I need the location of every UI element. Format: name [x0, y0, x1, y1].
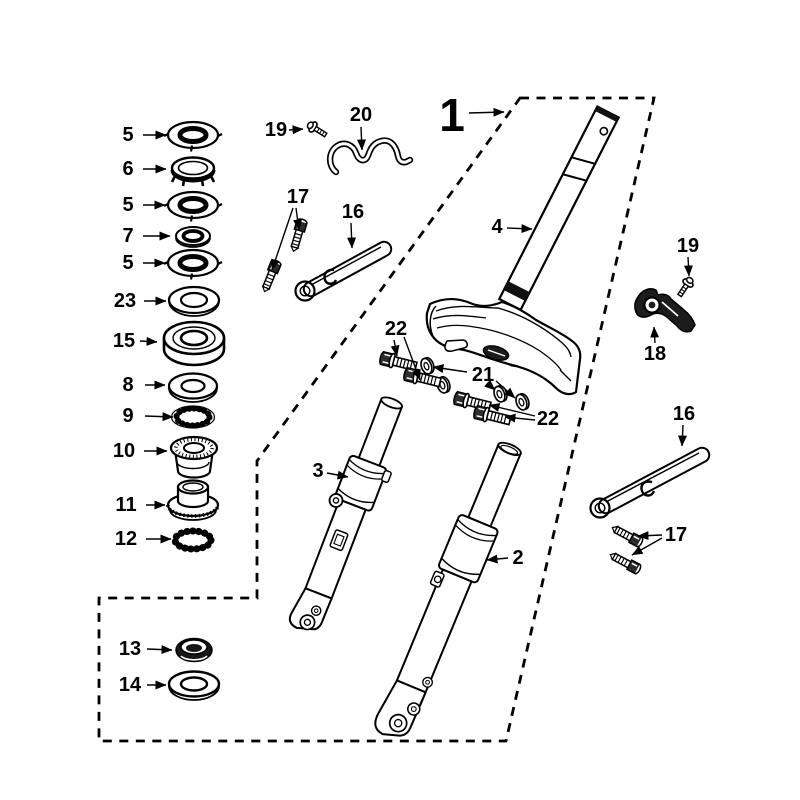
callout-17-right: 17 — [665, 524, 687, 546]
part-17-bolt-right-b — [607, 549, 643, 576]
callout-16-right-leader — [678, 424, 687, 447]
callout-13-leader — [146, 645, 173, 655]
part-6-dust-cover — [170, 156, 216, 187]
callout-10: 10 — [113, 440, 135, 462]
callout-4: 4 — [491, 216, 503, 238]
callout-3: 3 — [312, 460, 323, 482]
part-21-washer-a — [418, 355, 437, 377]
callout-1: 1 — [439, 89, 465, 141]
part-23-washer — [167, 285, 221, 317]
part-14-washer — [167, 670, 221, 701]
part-21-washer-c — [491, 383, 510, 405]
part-22-bolt-d — [471, 403, 513, 429]
callout-12: 12 — [115, 528, 137, 550]
part-3-fork-leg-left — [288, 396, 404, 631]
callout-17-right-leader — [631, 537, 663, 556]
lower-yoke-clamp — [425, 297, 582, 396]
part-12-ball-ring — [171, 527, 215, 553]
callout-3-leader — [326, 470, 349, 480]
callout-layer: 5657523158910111213141920171614222122321… — [113, 89, 699, 696]
callout-4-leader — [506, 224, 533, 234]
callout-7: 7 — [122, 225, 133, 247]
part-19-screw-left — [304, 118, 330, 141]
callout-23: 23 — [114, 290, 136, 312]
part-7-spacer-ring — [175, 226, 211, 248]
callout-22-upper-leader — [403, 336, 421, 381]
callout-21-leader — [432, 364, 468, 373]
part-4-steering-column — [497, 105, 621, 312]
part-5-ring-nut-top — [164, 122, 222, 152]
callout-21: 21 — [472, 364, 494, 386]
callout-20: 20 — [350, 104, 372, 126]
callout-14: 14 — [119, 674, 142, 696]
part-20-wire-clip — [326, 137, 414, 176]
callout-11: 11 — [115, 494, 136, 516]
callout-19-left: 19 — [265, 119, 287, 141]
callout-20-leader — [357, 126, 367, 151]
callout-21-leader — [495, 380, 516, 399]
callout-5-b: 5 — [122, 194, 133, 216]
callout-16-left-leader — [347, 222, 357, 249]
callout-8: 8 — [122, 374, 133, 396]
part-21-washer-d — [513, 391, 532, 413]
callout-17-left-leader — [271, 207, 294, 271]
callout-17-left-leader — [293, 207, 303, 231]
part-17-bolt-left-b — [258, 258, 283, 295]
callout-18-leader — [650, 326, 660, 344]
part-9-bearing-cage — [170, 405, 216, 429]
callout-9-leader — [144, 412, 174, 422]
part-18-bracket — [634, 288, 696, 333]
callout-2: 2 — [512, 547, 523, 569]
part-15-bearing — [162, 320, 226, 367]
callout-5-a: 5 — [122, 124, 133, 146]
callout-1-leader — [468, 107, 505, 117]
part-16-bracket-right — [589, 446, 711, 519]
headset-parts-column — [162, 122, 226, 701]
callout-22-lower-leader — [504, 413, 536, 423]
callout-15: 15 — [113, 330, 135, 352]
part-8-washer — [167, 372, 219, 403]
callout-13: 13 — [119, 638, 141, 660]
callout-18: 18 — [644, 343, 666, 365]
part-5-ring-nut-bottom — [164, 250, 222, 280]
part-13-seal-ring — [175, 637, 213, 663]
part-10-bearing-cup-upper — [169, 435, 219, 479]
callout-9: 9 — [122, 405, 133, 427]
group-1-boundary — [97, 96, 656, 743]
callout-22-lower: 22 — [537, 408, 559, 430]
part-11-bearing-cup-lower — [166, 479, 220, 521]
callout-22-lower-leader — [488, 403, 536, 417]
callout-2-leader — [486, 554, 509, 564]
callout-16-right: 16 — [673, 403, 695, 425]
callout-19-right-leader — [683, 256, 693, 277]
part-2-fork-leg-right — [374, 441, 523, 737]
callout-6: 6 — [122, 158, 133, 180]
callout-22-upper-leader — [390, 339, 400, 357]
part-16-bracket-left — [294, 240, 393, 302]
part-19-screw-right — [674, 274, 697, 300]
callout-22-upper: 22 — [385, 318, 407, 340]
callout-15-leader — [139, 336, 158, 346]
callout-19-left-leader — [288, 125, 304, 135]
callout-5-c: 5 — [122, 252, 133, 274]
callout-17-right-leader — [637, 531, 663, 541]
callout-19-right: 19 — [677, 235, 699, 257]
callout-17-left: 17 — [287, 186, 309, 208]
callout-21-leader — [484, 379, 496, 391]
part-5-ring-nut-mid — [164, 192, 222, 222]
callout-16-left: 16 — [342, 201, 364, 223]
